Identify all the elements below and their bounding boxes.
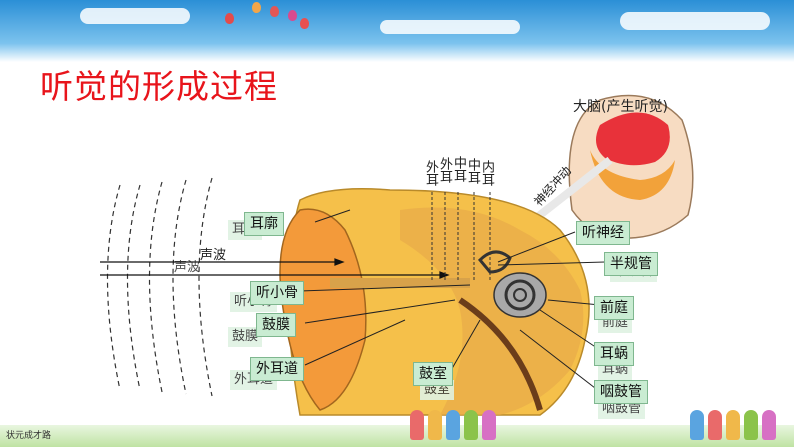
vestibule-label: 前庭 bbox=[594, 296, 634, 320]
middle-ear-vertical-label: 中耳 bbox=[451, 156, 466, 182]
tympanic-cavity-label: 鼓室 bbox=[413, 362, 453, 386]
footer-banner bbox=[0, 425, 794, 447]
child-figure-icon bbox=[690, 410, 704, 440]
ossicles-label: 听小骨 bbox=[250, 281, 304, 305]
eustachian-label-shadow: 咽鼓管 bbox=[598, 399, 646, 419]
eardrum-label: 鼓膜 bbox=[256, 313, 296, 337]
child-figure-icon bbox=[744, 410, 758, 440]
cloud bbox=[80, 8, 190, 24]
cochlea-label: 耳蜗 bbox=[594, 342, 634, 366]
child-figure-icon bbox=[708, 410, 722, 440]
balloon-icon bbox=[225, 13, 234, 24]
child-figure-icon bbox=[446, 410, 460, 440]
sound-wave-label: 声波 bbox=[200, 248, 227, 263]
cloud bbox=[620, 12, 770, 30]
cloud bbox=[380, 20, 520, 34]
brain-label: 大脑(产生听觉) bbox=[573, 99, 668, 115]
child-figure-icon bbox=[726, 410, 740, 440]
child-figure-icon bbox=[482, 410, 496, 440]
eustachian-tube-label: 咽鼓管 bbox=[594, 380, 648, 404]
auditory-nerve-label: 听神经 bbox=[576, 221, 630, 245]
outer-ear-vertical-label-2: 外耳 bbox=[437, 157, 452, 183]
middle-ear-vertical-label-2: 中耳 bbox=[465, 158, 480, 184]
auricle-label: 耳廓 bbox=[244, 212, 284, 236]
child-figure-icon bbox=[428, 410, 442, 440]
eardrum-label-shadow: 鼓膜 bbox=[228, 327, 263, 347]
brain-head bbox=[568, 94, 694, 239]
child-figure-icon bbox=[410, 410, 424, 440]
balloon-icon bbox=[288, 10, 297, 21]
sky-banner bbox=[0, 0, 794, 62]
ear-canal-label: 外耳道 bbox=[250, 357, 304, 381]
inner-ear-vertical-label: 内耳 bbox=[479, 160, 494, 186]
sound-wave-arcs bbox=[106, 177, 213, 397]
page-title: 听觉的形成过程 bbox=[40, 67, 278, 106]
semicircular-canal-label: 半规管 bbox=[604, 252, 658, 276]
outer-ear-vertical-label: 外耳 bbox=[423, 160, 438, 186]
balloon-icon bbox=[252, 2, 261, 13]
child-figure-icon bbox=[464, 410, 478, 440]
sound-wave-label-2: 声波 bbox=[174, 260, 201, 275]
balloon-icon bbox=[270, 6, 279, 17]
child-figure-icon bbox=[762, 410, 776, 440]
footer-text: 状元成才路 bbox=[6, 431, 52, 441]
balloon-icon bbox=[300, 18, 309, 29]
